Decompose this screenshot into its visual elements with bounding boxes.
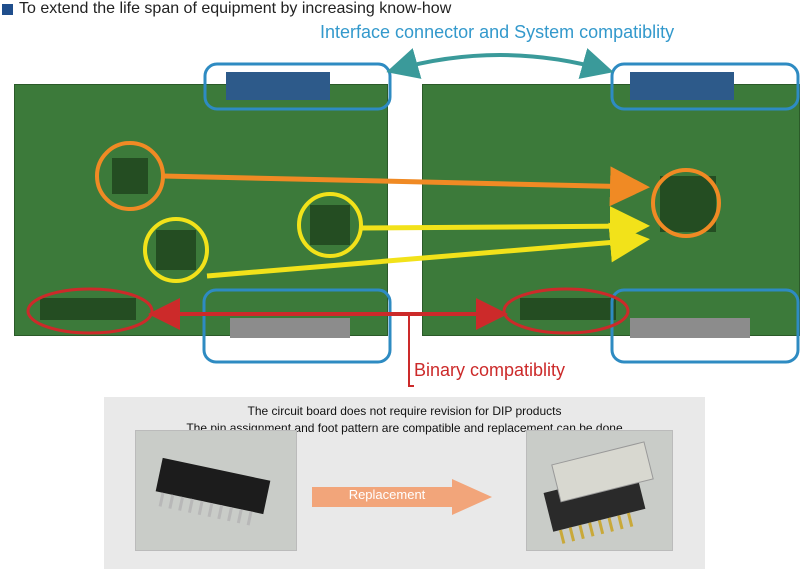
cpu-circle-right [651, 168, 721, 238]
replacement-arrow-icon [312, 479, 492, 515]
interface-connector-box-left-top [203, 62, 392, 111]
chip-integration-arrow-1 [360, 206, 650, 247]
board-details [40, 72, 750, 338]
chip-integration-arrow-2 [206, 222, 650, 279]
chip-circle-left-2 [297, 192, 363, 258]
interface-connector-box-right-top [610, 62, 800, 111]
binary-callout-line [408, 314, 414, 387]
binary-compatibility-label: Binary compatiblity [414, 360, 566, 380]
chip-circle-left-1 [143, 217, 209, 283]
dip-chip-photo [135, 430, 297, 551]
cpu-module-photo [526, 430, 673, 551]
replacement-panel: The circuit board does not require revis… [104, 397, 705, 569]
replacement-label: Replacement [348, 487, 426, 502]
cpu-replacement-arrow [162, 166, 650, 207]
panel-line-1: The circuit board does not require revis… [247, 404, 562, 418]
heading-text: To extend the life span of equipment by … [19, 0, 452, 17]
heading-square-icon [2, 3, 13, 15]
interface-double-arrow [386, 48, 614, 79]
page-heading: To extend the life span of equipment by … [2, 0, 451, 18]
interface-compatibility-label: Interface connector and System compatibl… [320, 22, 675, 42]
